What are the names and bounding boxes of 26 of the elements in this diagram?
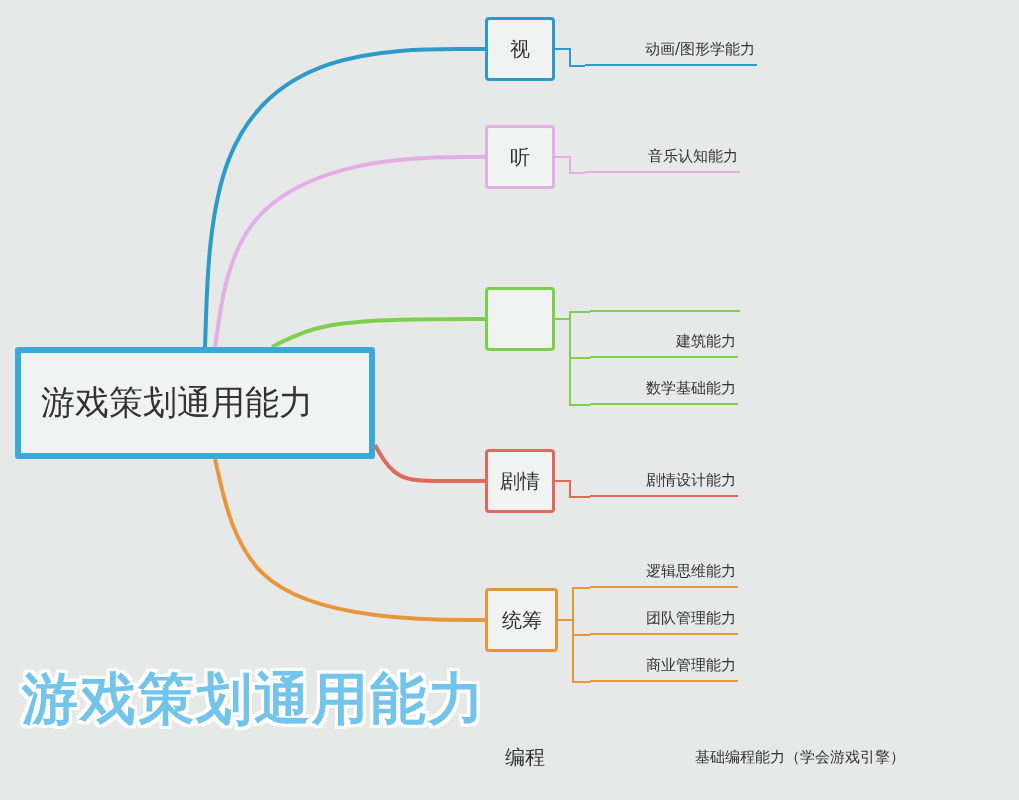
- topic-box: 视: [485, 17, 555, 81]
- topic-box: 剧情: [485, 449, 555, 513]
- connector: [554, 48, 586, 67]
- subtopic: 音乐认知能力: [585, 143, 740, 173]
- subtopic: 建筑能力: [590, 328, 738, 358]
- topic-text: 编程: [490, 740, 560, 774]
- connector: [554, 480, 591, 498]
- connector: [213, 457, 487, 622]
- connector: [554, 318, 591, 406]
- subtopic: 数学基础能力: [590, 375, 738, 405]
- title-text: 游戏策划通用能力: [22, 665, 486, 733]
- empty-topic-box: [485, 287, 555, 351]
- connector: [270, 317, 487, 349]
- topic-box: 统筹: [485, 588, 558, 652]
- topic-box: 听: [485, 125, 555, 189]
- connector: [554, 156, 586, 174]
- connector: [213, 155, 487, 349]
- subtopic: 动画/图形学能力: [585, 36, 757, 66]
- subtopic: 商业管理能力: [590, 652, 738, 682]
- root-topic-box: 游戏策划通用能力: [15, 347, 375, 459]
- topic-text: 基础编程能力（学会游戏引擎）: [605, 742, 995, 772]
- subtopic: 逻辑思维能力: [590, 558, 738, 588]
- connector: [557, 619, 591, 683]
- subtopic: 团队管理能力: [590, 605, 738, 635]
- connector: [203, 47, 487, 349]
- subtopic: 剧情设计能力: [590, 467, 738, 497]
